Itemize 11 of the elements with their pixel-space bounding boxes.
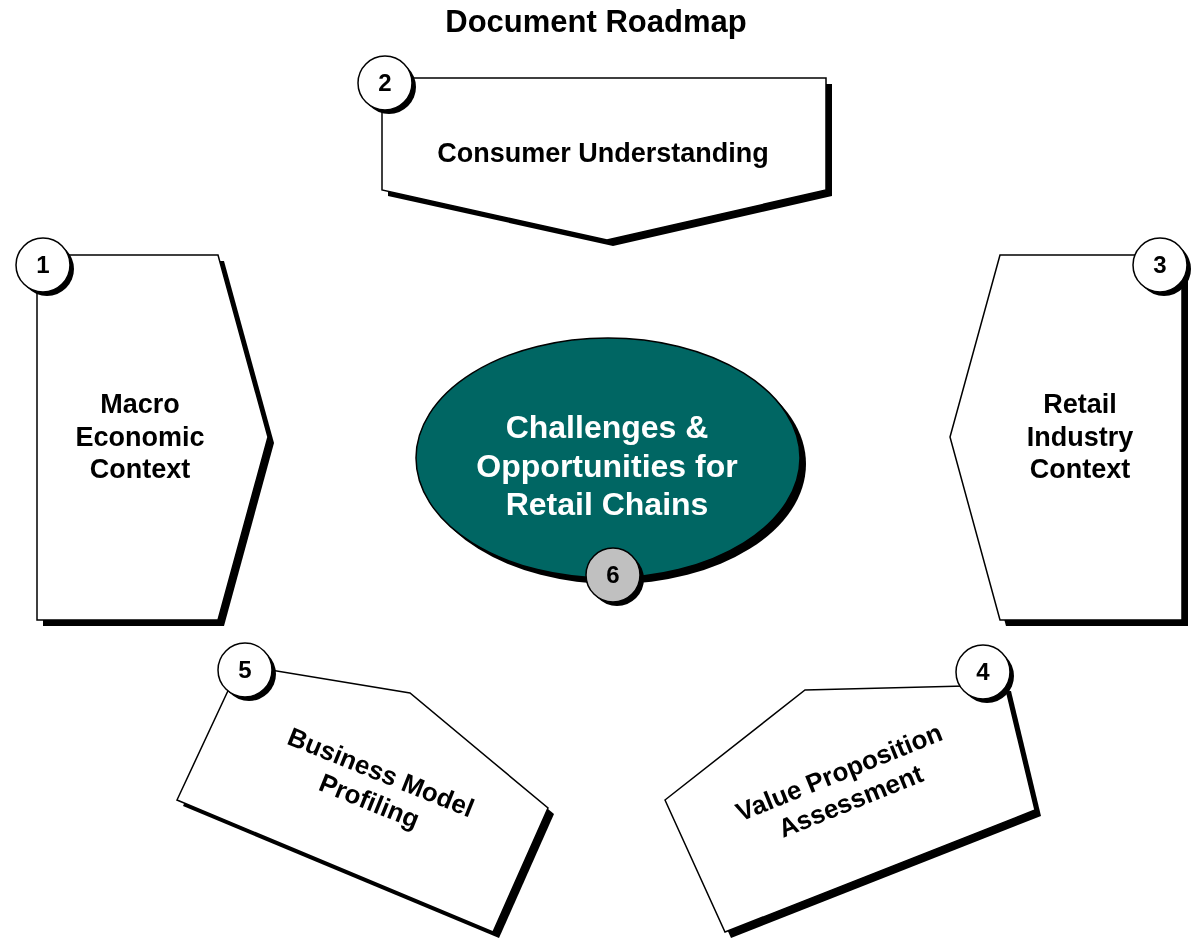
step-number: 6 bbox=[606, 560, 620, 590]
step-number: 1 bbox=[36, 250, 50, 280]
box-label: Macro Economic Context bbox=[74, 388, 206, 486]
step-number: 4 bbox=[976, 657, 990, 687]
box-label: Retail Industry Context bbox=[1025, 388, 1135, 486]
box-label: Challenges & Opportunities for Retail Chains bbox=[475, 408, 739, 524]
step-number: 3 bbox=[1153, 250, 1167, 280]
step-number: 5 bbox=[238, 655, 252, 685]
step-number: 2 bbox=[378, 68, 392, 98]
box-label: Consumer Understanding bbox=[437, 136, 769, 170]
diagram-title: Document Roadmap bbox=[444, 4, 748, 40]
